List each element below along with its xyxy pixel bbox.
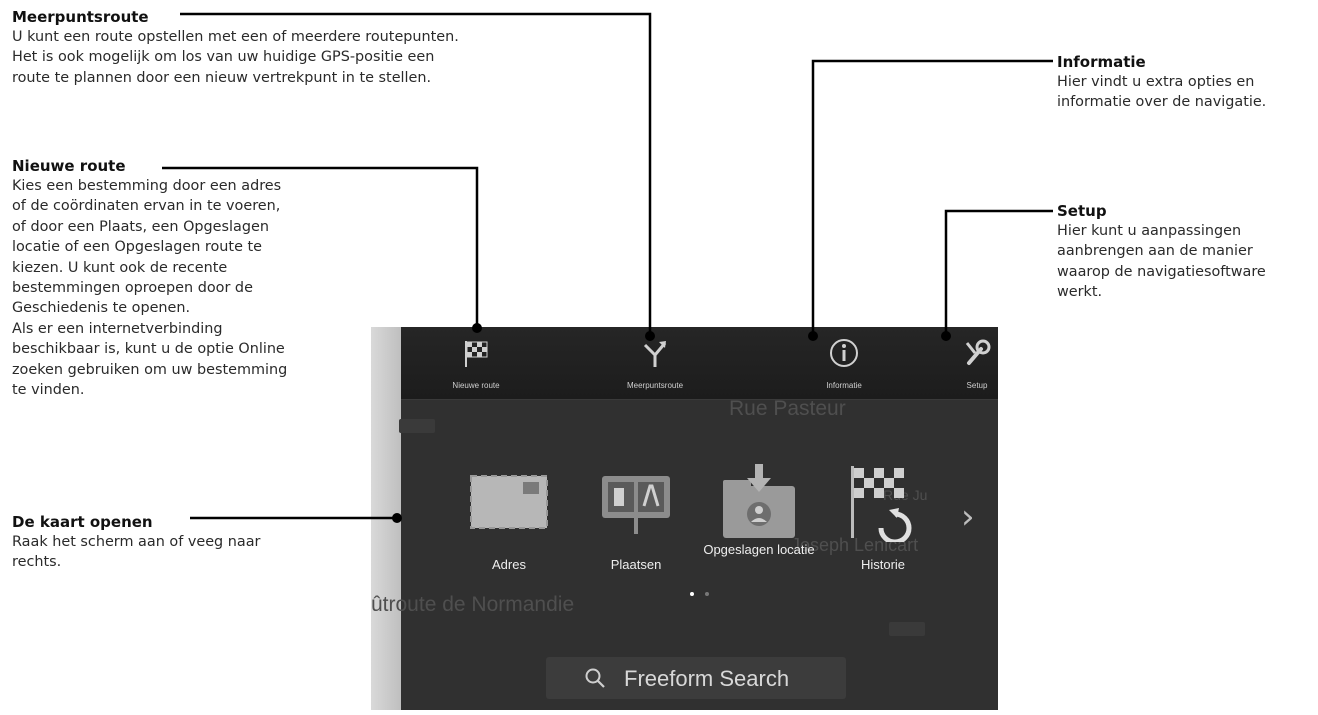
connector-end-dot <box>645 331 655 341</box>
callout-title: Meerpuntsroute <box>12 8 149 26</box>
callout-setup: Setup Hier kunt u aanpassingen aanbrenge… <box>1057 201 1266 303</box>
callout-title: Informatie <box>1057 53 1146 71</box>
category-adres[interactable]: Adres <box>459 452 559 582</box>
category-label: Historie <box>860 557 906 572</box>
map-street-label: Rue Pasteur <box>729 397 846 420</box>
page-dot-active <box>690 592 694 596</box>
connector-end-dot <box>941 331 951 341</box>
callout-title: Setup <box>1057 202 1107 220</box>
connector-setup <box>944 209 1053 332</box>
connector-end-dot <box>392 513 402 523</box>
connector-meerpuntsroute <box>180 12 652 333</box>
search-icon <box>585 668 605 688</box>
connector-nieuwe-route <box>162 166 479 327</box>
page-indicator <box>687 581 712 600</box>
checkered-flag-icon <box>465 341 488 367</box>
multi-route-icon <box>643 341 667 367</box>
callout-kaart-openen: De kaart openen Raak het scherm aan of v… <box>12 512 260 573</box>
top-menu-label: Informatie <box>826 381 862 390</box>
nieuwe-route-button[interactable]: Nieuwe route <box>406 327 546 399</box>
callout-text: Kies een bestemming door een adres of de… <box>12 178 288 399</box>
connector-end-dot <box>808 331 818 341</box>
callout-nieuwe-route: Nieuwe route Kies een bestemming door ee… <box>12 156 287 400</box>
connector-end-dot <box>472 323 482 333</box>
callout-text: Raak het scherm aan of veeg naar rechts. <box>12 534 261 571</box>
callout-text: U kunt een route opstellen met een of me… <box>12 29 459 86</box>
category-label: Opgeslagen locatie <box>703 542 815 557</box>
page-dot <box>705 592 710 596</box>
category-opgeslagen-locatie[interactable]: Opgeslagen locatie <box>703 452 815 582</box>
saved-location-folder-icon <box>723 464 795 538</box>
callout-informatie: Informatie Hier vindt u extra opties en … <box>1057 52 1266 113</box>
meerpuntsroute-button[interactable]: Meerpuntsroute <box>585 327 725 399</box>
connector-informatie <box>811 59 1053 332</box>
map-road-shield <box>889 622 925 636</box>
informatie-button[interactable]: Informatie <box>774 327 914 399</box>
history-flag-icon <box>851 466 912 542</box>
category-plaatsen[interactable]: Plaatsen <box>586 452 686 582</box>
callout-text: Hier kunt u aanpassingen aanbrengen aan … <box>1057 223 1266 301</box>
callout-meerpuntsroute: Meerpuntsroute U kunt een route opstelle… <box>12 7 459 88</box>
navigation-screen: Rue Pasteur Joseph Lenicart ûtroute de N… <box>371 327 998 710</box>
category-historie[interactable]: Historie <box>833 452 933 582</box>
envelope-icon <box>470 475 548 529</box>
info-icon <box>830 339 858 367</box>
freeform-search-button[interactable]: Freeform Search <box>546 657 846 699</box>
top-menu-label: Nieuwe route <box>452 381 500 390</box>
callout-text: Hier vindt u extra opties en informatie … <box>1057 74 1267 111</box>
setup-button[interactable]: Setup <box>907 327 998 399</box>
wrench-icon <box>965 339 991 365</box>
category-label: Plaatsen <box>610 557 662 572</box>
category-label: Adres <box>492 557 526 572</box>
chevron-right-icon[interactable]: › <box>961 497 975 537</box>
poi-sign-icon <box>602 476 670 534</box>
callout-title: Nieuwe route <box>12 157 126 175</box>
top-menu-bar: Nieuwe route Meerpuntsroute Informatie <box>401 327 998 400</box>
callout-title: De kaart openen <box>12 513 153 531</box>
top-menu-label: Meerpuntsroute <box>626 381 684 390</box>
map-road-shield <box>399 419 435 433</box>
search-label: Freeform Search <box>624 666 790 691</box>
map-street-label: ûtroute de Normandie <box>371 593 575 616</box>
top-menu-label: Setup <box>966 381 988 390</box>
